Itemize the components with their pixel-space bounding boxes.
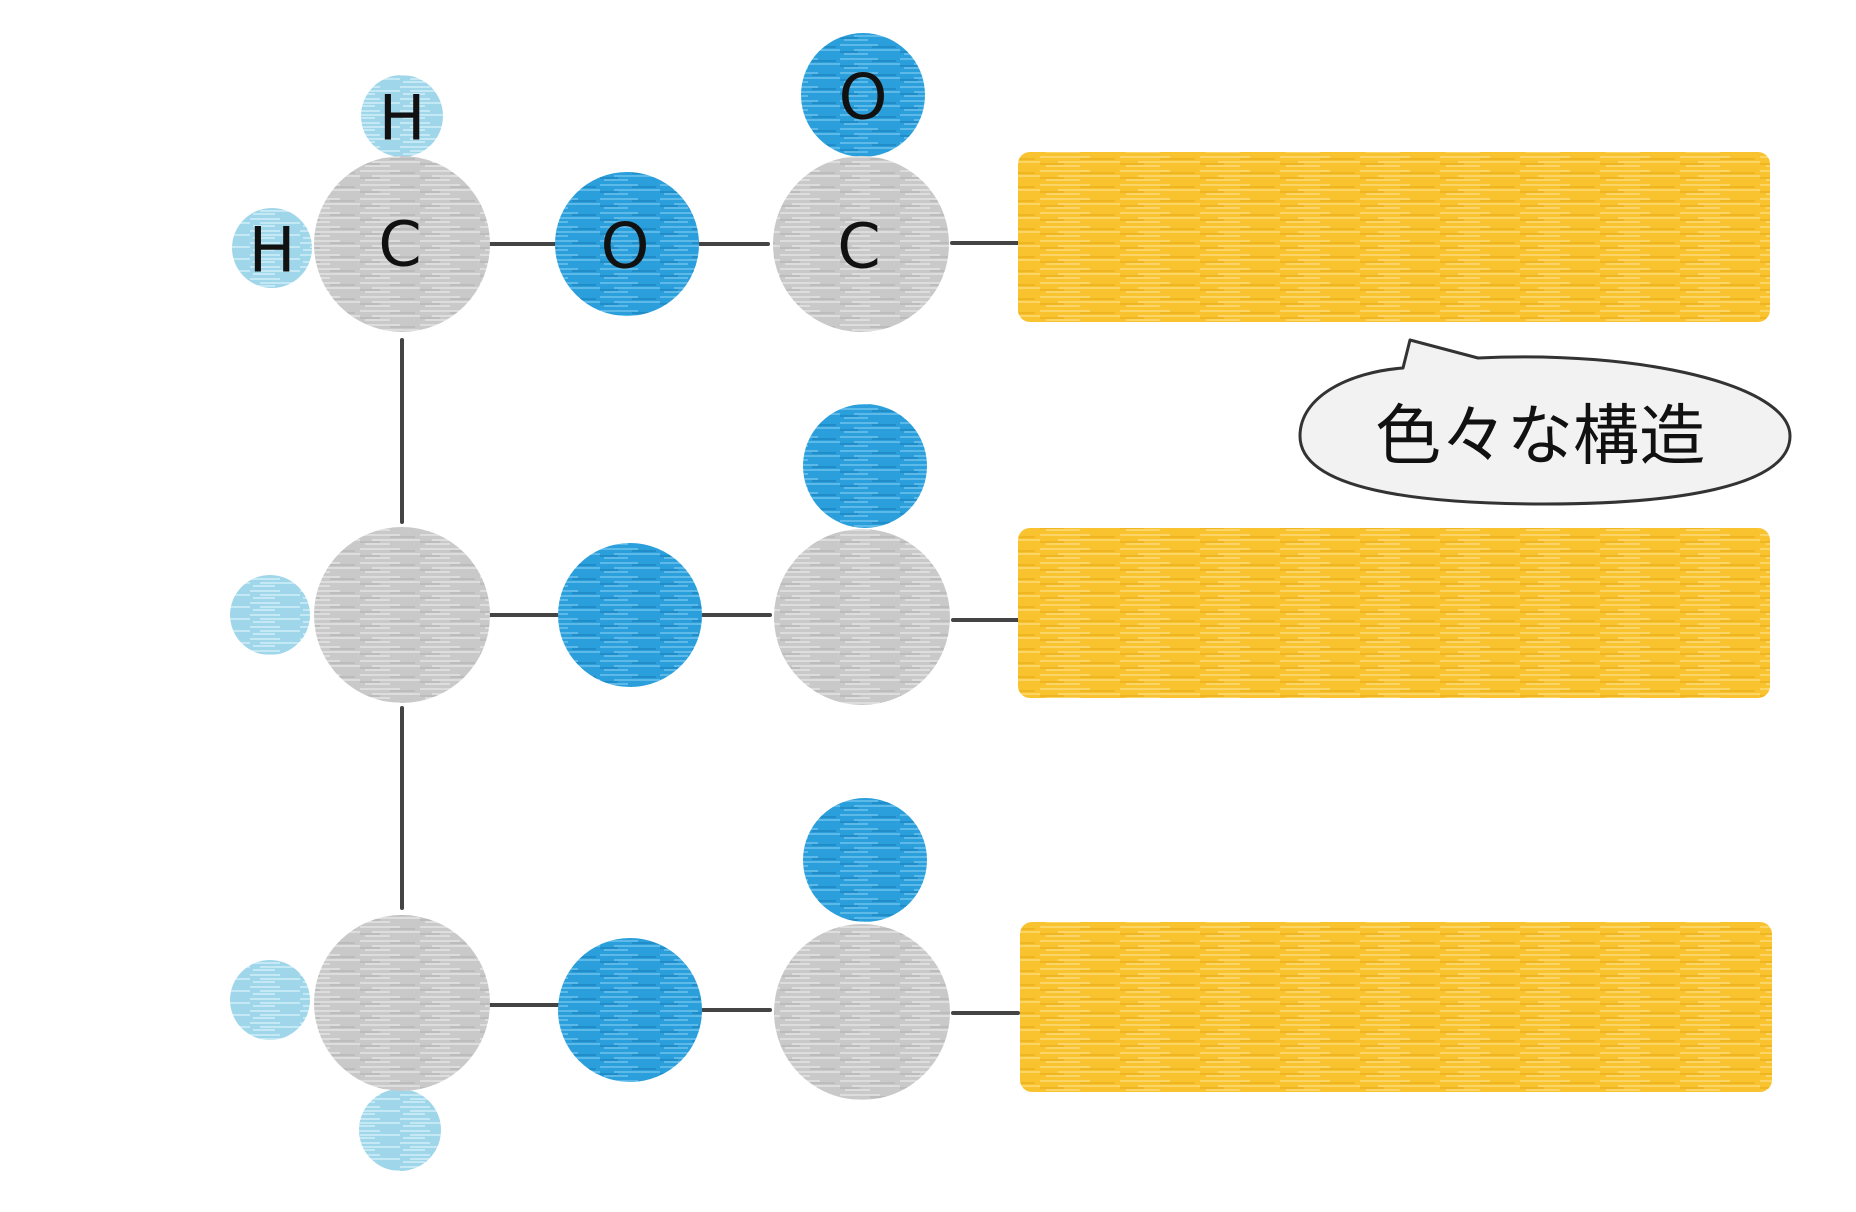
carbon-atom-carbonyl (773, 156, 949, 332)
hydrogen-atom-left (230, 960, 310, 1040)
row-2 (230, 404, 1770, 705)
bonds (400, 241, 1020, 1015)
atom-label-h-left: H (249, 214, 296, 287)
oxygen-atom-carbonyl (803, 798, 927, 922)
atom-label-o-ether: O (601, 210, 650, 283)
atom-label-c-methyl: C (378, 208, 421, 281)
oxygen-atom-ether (558, 938, 702, 1082)
carbon-atom-carbonyl (774, 924, 950, 1100)
carbon-atom-carbonyl (774, 529, 950, 705)
oxygen-atom-carbonyl (803, 404, 927, 528)
hydrogen-atom-left (232, 208, 312, 288)
carbon-atom-methyl (314, 527, 490, 703)
atom-label-h-top: H (379, 82, 426, 155)
row-3 (230, 798, 1772, 1171)
carbon-atom-methyl (314, 156, 490, 332)
hydrogen-atom-left (230, 575, 310, 655)
callout-text: 色々な構造 (1375, 398, 1705, 475)
placeholder-box-1 (1018, 152, 1770, 322)
oxygen-atom-carbonyl (801, 33, 925, 157)
placeholder-box-2 (1018, 528, 1770, 698)
speech-bubble: 色々な構造 (1298, 338, 1792, 506)
hydrogen-atom-top (361, 75, 443, 157)
carbon-atom-methyl (314, 915, 490, 1091)
speech-bubble-shape (1298, 338, 1792, 506)
hydrogen-atom-bottom (359, 1089, 441, 1171)
placeholder-box-3 (1020, 922, 1772, 1092)
oxygen-atom-ether (558, 543, 702, 687)
atom-label-o-carbonyl: O (839, 61, 888, 134)
atom-label-c-carbonyl: C (837, 210, 880, 283)
row-1: H H C O O C (232, 33, 1770, 332)
oxygen-atom-ether (555, 172, 699, 316)
